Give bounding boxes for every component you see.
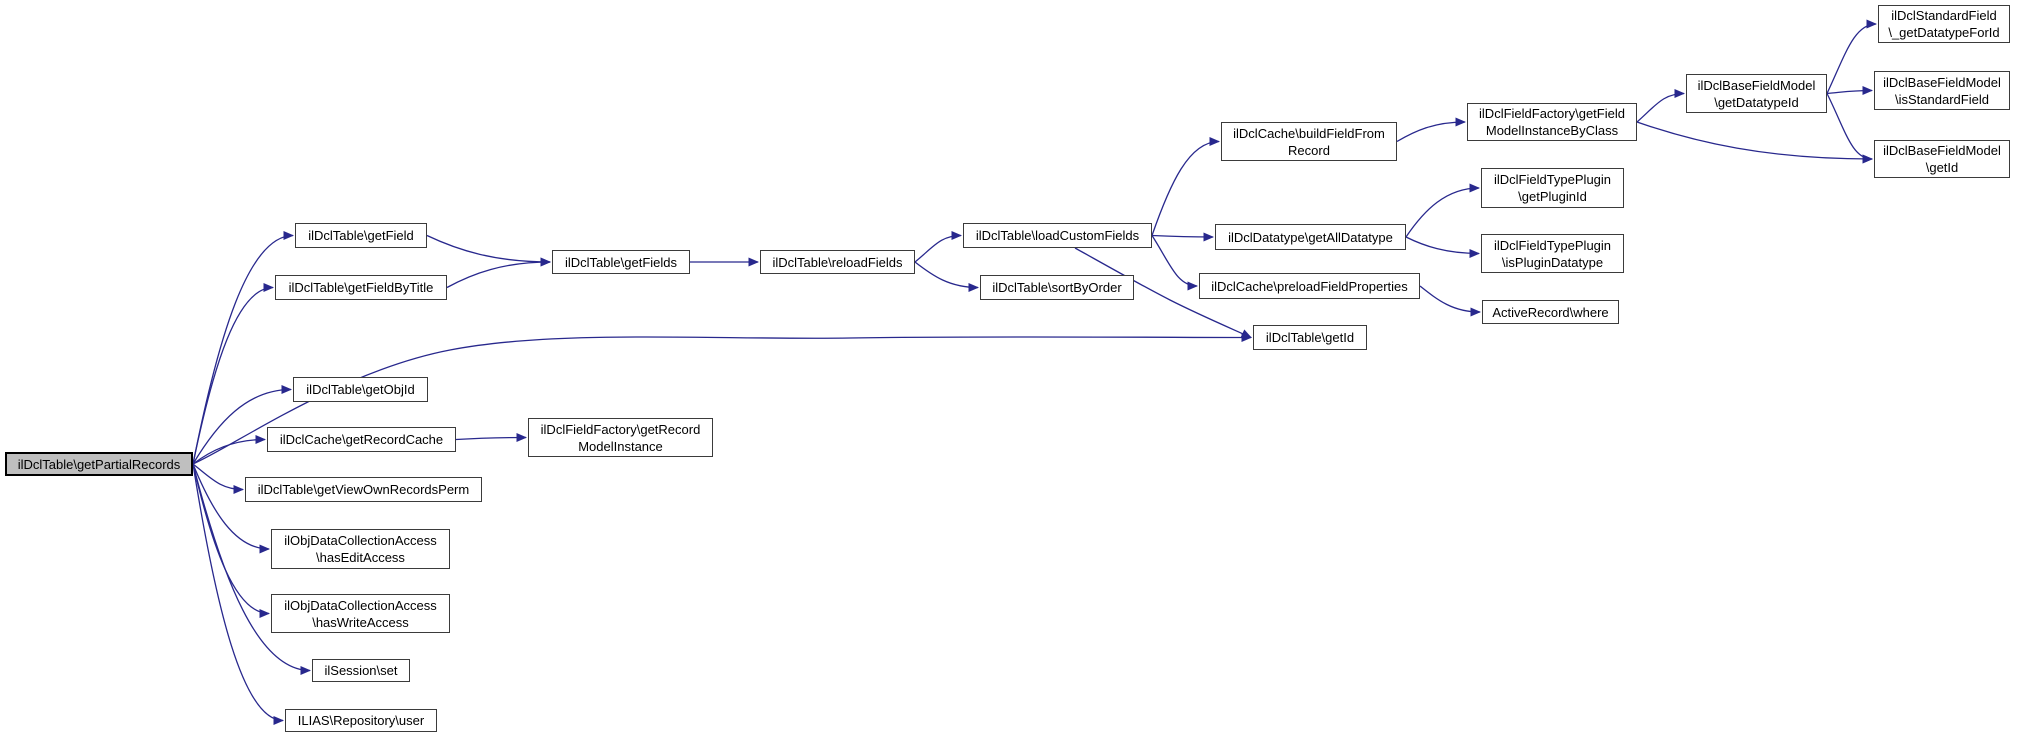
edge-loadCustomFields-to-getAllDatatype [1151,232,1214,242]
edge-loadCustomFields-to-tableGetId [1074,247,1252,339]
edge-getPartialRecords-to-getRecordCache [192,435,266,465]
edge-getPartialRecords-to-getFieldByTitle [192,283,274,465]
node-reloadFields[interactable]: ilDclTable\reloadFields [760,250,915,274]
edge-loadCustomFields-to-preloadFieldProperties [1151,235,1198,291]
edge-loadCustomFields-to-buildFieldFromRecord [1151,137,1220,236]
edge-getAllDatatype-to-isPluginDatatype [1405,236,1480,258]
edge-getFieldModelInstanceByClass-to-baseGetId [1636,121,1873,164]
node-loadCustomFields[interactable]: ilDclTable\loadCustomFields [963,223,1152,248]
edge-getFieldByTitle-to-getFields [446,257,551,289]
edge-getPartialRecords-to-getObjId [192,385,292,465]
edge-getDatatypeId-to-baseGetId [1826,93,1873,164]
node-hasWriteAccess[interactable]: ilObjDataCollectionAccess \hasWriteAcces… [271,594,450,633]
node-where[interactable]: ActiveRecord\where [1482,300,1619,324]
edge-getDatatypeId-to-isStandardField [1826,86,1873,96]
node-getViewOwnRecordsPerm[interactable]: ilDclTable\getViewOwnRecordsPerm [245,477,482,502]
edge-getFieldModelInstanceByClass-to-getDatatypeId [1636,89,1685,123]
edge-getDatatypeId-to-_getDatatypeForId [1826,19,1877,94]
edge-getPartialRecords-to-hasEditAccess [192,463,270,554]
node-buildFieldFromRecord[interactable]: ilDclCache\buildFieldFrom Record [1221,122,1397,161]
node-getRecordModelInstance[interactable]: ilDclFieldFactory\getRecord ModelInstanc… [528,418,713,457]
node-getField[interactable]: ilDclTable\getField [295,223,427,248]
edge-reloadFields-to-loadCustomFields [914,231,962,263]
node-getFields[interactable]: ilDclTable\getFields [552,250,690,274]
edge-preloadFieldProperties-to-where [1419,285,1481,317]
node-getFieldByTitle[interactable]: ilDclTable\getFieldByTitle [275,275,447,300]
edge-getPartialRecords-to-repoUser [192,463,284,725]
node-sortByOrder[interactable]: ilDclTable\sortByOrder [980,275,1134,300]
edge-getField-to-getFields [426,234,551,267]
node-getPluginId[interactable]: ilDclFieldTypePlugin \getPluginId [1481,168,1624,208]
node-tableGetId[interactable]: ilDclTable\getId [1253,325,1367,350]
node-repoUser[interactable]: ILIAS\Repository\user [285,709,437,732]
edge-getPartialRecords-to-sessionSet [192,463,311,675]
node-hasEditAccess[interactable]: ilObjDataCollectionAccess \hasEditAccess [271,529,450,569]
node-getAllDatatype[interactable]: ilDclDatatype\getAllDatatype [1215,224,1406,250]
node-getObjId[interactable]: ilDclTable\getObjId [293,377,428,402]
node-getDatatypeId[interactable]: ilDclBaseFieldModel \getDatatypeId [1686,74,1827,113]
edge-buildFieldFromRecord-to-getFieldModelInstanceByClass [1396,117,1466,143]
edge-getAllDatatype-to-getPluginId [1405,183,1480,238]
node-getPartialRecords: ilDclTable\getPartialRecords [5,452,193,476]
node-isPluginDatatype[interactable]: ilDclFieldTypePlugin \isPluginDatatype [1481,234,1624,273]
edge-reloadFields-to-sortByOrder [914,261,979,292]
node-_getDatatypeForId[interactable]: ilDclStandardField \_getDatatypeForId [1878,5,2010,43]
node-baseGetId[interactable]: ilDclBaseFieldModel \getId [1874,140,2010,178]
node-preloadFieldProperties[interactable]: ilDclCache\preloadFieldProperties [1199,273,1420,299]
node-isStandardField[interactable]: ilDclBaseFieldModel \isStandardField [1874,71,2010,110]
node-getFieldModelInstanceByClass[interactable]: ilDclFieldFactory\getField ModelInstance… [1467,103,1637,141]
edge-getRecordCache-to-getRecordModelInstance [455,433,527,443]
edge-getPartialRecords-to-getViewOwnRecordsPerm [192,463,244,494]
node-getRecordCache[interactable]: ilDclCache\getRecordCache [267,427,456,452]
node-sessionSet[interactable]: ilSession\set [312,659,410,682]
